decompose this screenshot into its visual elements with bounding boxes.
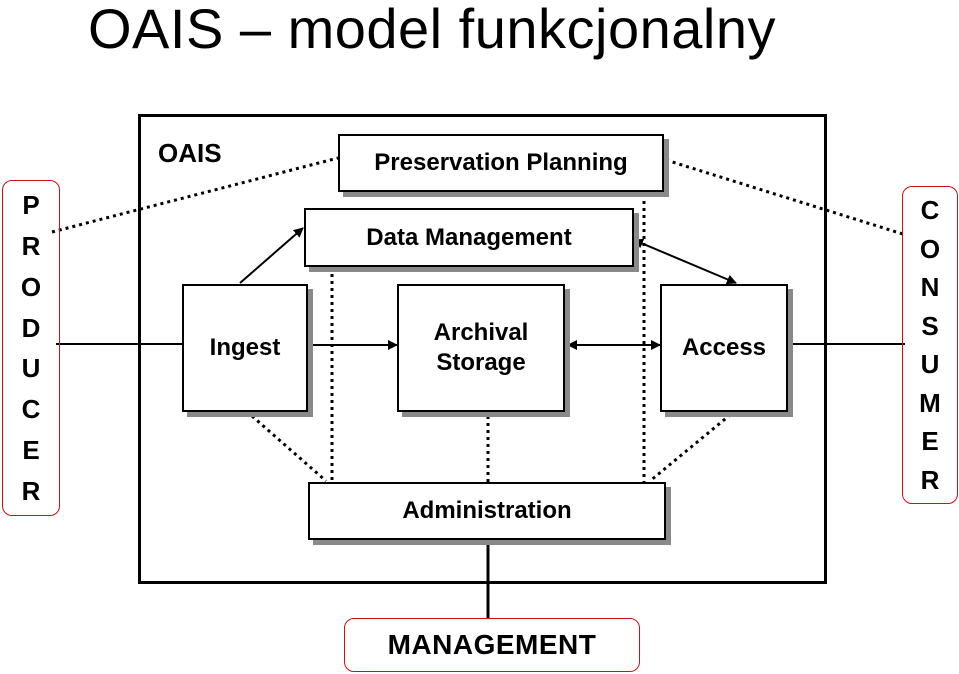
- producer-letter: P: [22, 190, 40, 221]
- consumer-letter: C: [920, 195, 940, 226]
- producer-letter: E: [22, 434, 40, 465]
- data-management-label: Data Management: [366, 223, 572, 251]
- producer-letter: C: [21, 394, 41, 425]
- administration-label: Administration: [402, 497, 572, 524]
- oais-label: OAIS: [158, 138, 222, 168]
- producer-letter: U: [21, 353, 41, 384]
- producer-letter: R: [21, 475, 41, 506]
- access-admin-dotted-line: [649, 408, 737, 483]
- consumer-letter: E: [921, 426, 939, 457]
- management-label: MANAGEMENT: [344, 618, 640, 672]
- management-text: MANAGEMENT: [387, 629, 597, 660]
- page-title: OAIS – model funkcjonalny: [88, 0, 776, 60]
- ingest-dm-arrow: [239, 227, 304, 284]
- producer-letter: D: [21, 312, 41, 343]
- ingest-box: Ingest: [182, 284, 308, 412]
- oais-frame: [138, 114, 827, 584]
- producer-label: P R O D U C E R: [2, 180, 60, 516]
- pp-consumer-dotted-line: [665, 158, 907, 237]
- consumer-letter: S: [921, 310, 939, 341]
- access-box: Access: [660, 284, 788, 412]
- archival-storage-label: Archival Storage: [433, 319, 529, 376]
- preservation-planning-label: Preservation Planning: [374, 149, 628, 176]
- consumer-letter: U: [920, 349, 940, 380]
- producer-pp-dotted-line: [51, 156, 339, 234]
- consumer-letter: R: [920, 464, 940, 495]
- consumer-letter: N: [920, 272, 940, 303]
- consumer-letter: O: [919, 233, 941, 264]
- archival-storage-box: Archival Storage: [397, 284, 565, 412]
- ingest-label: Ingest: [209, 334, 281, 361]
- data-management-box: Data Management: [304, 208, 634, 267]
- preservation-planning-box: Preservation Planning: [338, 134, 664, 192]
- producer-letter: O: [20, 271, 42, 302]
- ingest-admin-dotted-line: [251, 414, 327, 483]
- administration-box: Administration: [308, 482, 666, 540]
- producer-letter: R: [21, 231, 41, 262]
- consumer-letter: M: [919, 387, 941, 418]
- dm-access-arrow: [633, 238, 737, 285]
- access-label: Access: [681, 334, 767, 361]
- consumer-label: C O N S U M E R: [902, 186, 958, 504]
